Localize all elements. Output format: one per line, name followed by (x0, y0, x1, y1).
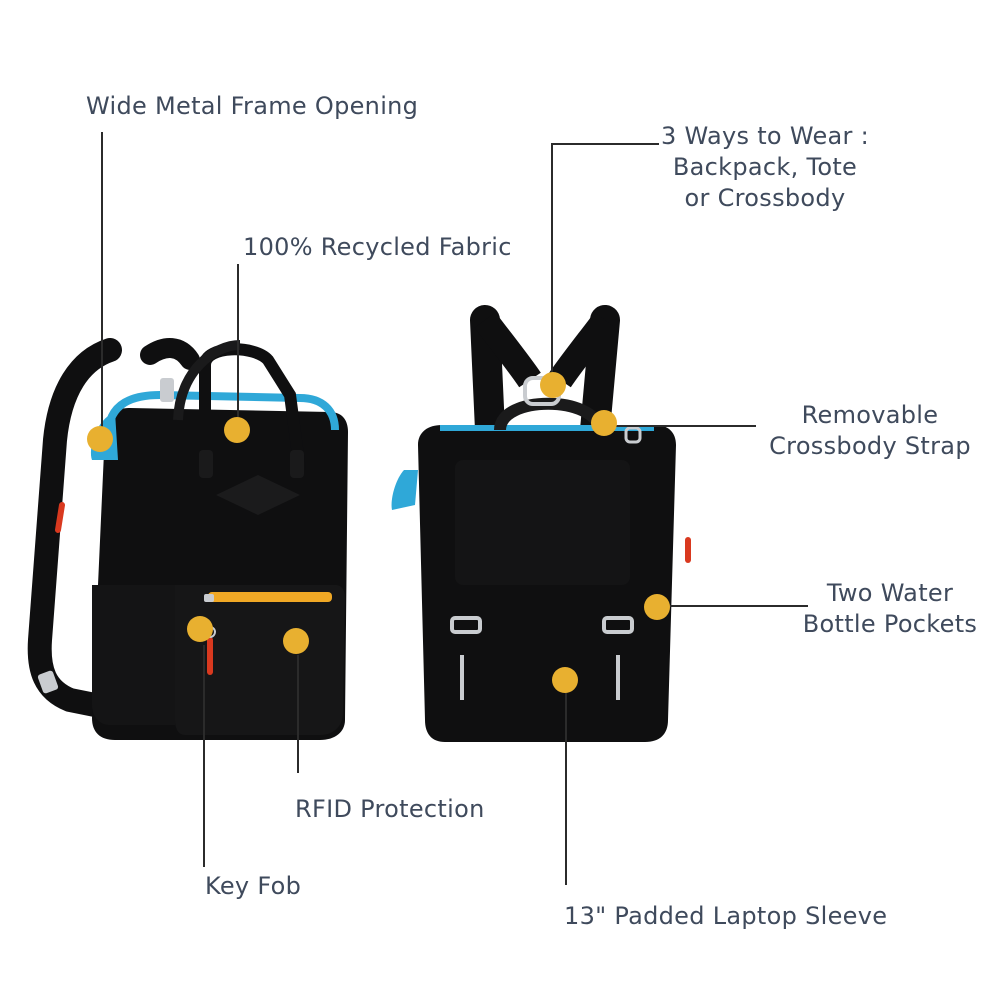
front-backpack (27, 338, 348, 740)
pocket-zipper (208, 592, 332, 602)
zip-pull (55, 502, 65, 533)
callout-three-ways-line-2: Backpack, Tote (672, 153, 858, 181)
marker-dot-laptop (552, 667, 578, 693)
callout-wide-metal-frame: Wide Metal Frame Opening (86, 92, 419, 120)
callout-laptop-sleeve: 13" Padded Laptop Sleeve (564, 902, 888, 930)
marker-dot-recycled (224, 417, 250, 443)
callout-bottle-line-1: Two Water (826, 579, 954, 607)
callout-three-ways: 3 Ways to Wear : Backpack, Tote or Cross… (650, 121, 880, 214)
leader-line-recycled (237, 264, 239, 429)
leader-line-wide-frame (101, 132, 103, 428)
callout-crossbody-line-1: Removable (801, 401, 939, 429)
marker-dot-three-ways (540, 372, 566, 398)
strap-buckle (450, 616, 482, 634)
callout-crossbody-strap: Removable Crossbody Strap (760, 400, 980, 462)
leader-line-three-ways-v (551, 143, 553, 385)
back-backpack (391, 305, 691, 742)
front-pocket (175, 585, 345, 735)
callout-three-ways-line-1: 3 Ways to Wear : (660, 122, 870, 150)
leader-line-crossbody (616, 425, 756, 427)
leader-line-rfid (297, 655, 299, 773)
callout-water-bottle-pockets: Two Water Bottle Pockets (790, 578, 990, 640)
callout-bottle-line-2: Bottle Pockets (802, 610, 978, 638)
callout-rfid-protection: RFID Protection (295, 795, 485, 823)
leader-line-three-ways-h (551, 143, 659, 145)
side-pocket (92, 585, 175, 725)
marker-dot-wide-frame (87, 426, 113, 452)
leader-line-laptop (565, 690, 567, 885)
callout-key-fob: Key Fob (205, 872, 302, 900)
callout-recycled-fabric: 100% Recycled Fabric (243, 233, 512, 261)
callout-crossbody-line-2: Crossbody Strap (769, 432, 971, 460)
marker-dot-bottle (644, 594, 670, 620)
leader-line-bottle (668, 605, 808, 607)
marker-dot-rfid (283, 628, 309, 654)
marker-dot-crossbody (591, 410, 617, 436)
leader-line-key-fob (203, 645, 205, 867)
marker-dot-key-fob (187, 616, 213, 642)
callout-three-ways-line-3: or Crossbody (684, 184, 846, 212)
